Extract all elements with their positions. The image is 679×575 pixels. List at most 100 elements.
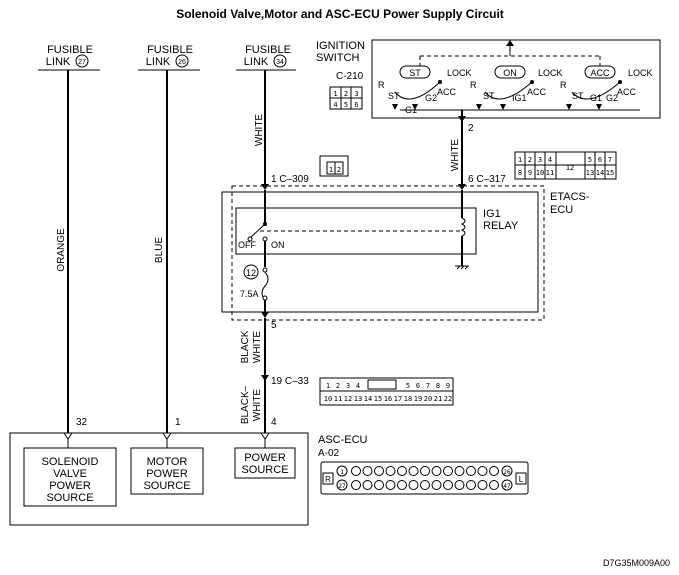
connector-pin: 3: [346, 382, 350, 390]
connector-cavity: [454, 480, 465, 490]
switch-terminal-r: R: [470, 80, 477, 90]
connector-cavity: [397, 480, 407, 490]
connector-pin: 26: [503, 469, 511, 476]
connector-pin: 4: [333, 101, 337, 109]
wire-color-label: BLACK–: [240, 385, 251, 424]
wire-color-label: BLACK: [240, 330, 251, 363]
fusible-link-number-circle: [75, 54, 89, 68]
fusible-link-26: FUSIBLE LINK 26: [138, 44, 200, 71]
connector-pin: 17: [394, 395, 402, 403]
connector-cavity: [385, 480, 396, 490]
switch-lock-label: LOCK: [447, 68, 472, 78]
connector-pin: 8: [518, 169, 522, 177]
connector-cavity: [420, 480, 430, 490]
connector-label: 1 C–309: [271, 174, 309, 185]
connector-cavity: [477, 480, 488, 490]
box-label: SOURCE: [143, 480, 190, 492]
connector-cavity: [466, 466, 476, 476]
switch-position-on: ON: [503, 68, 517, 78]
switch-position-acc: ACC: [590, 68, 610, 78]
etacs-label: ETACS-: [550, 191, 590, 203]
diagram-title: Solenoid Valve,Motor and ASC-ECU Power S…: [176, 7, 504, 21]
ignition-switch-label: SWITCH: [316, 52, 359, 64]
connector-pin: 8: [436, 382, 440, 390]
connector-cavity: [443, 466, 453, 476]
connector-pin: 1: [340, 469, 344, 476]
motor-power-source-box: [130, 447, 204, 495]
switch-terminal-st: ST: [388, 91, 400, 101]
asc-ecu-label: ASC-ECU: [318, 434, 368, 446]
ignition-switch-body: ST ON ACC LOCK LOCK LOCK ACC ACC ACC R S…: [371, 39, 661, 134]
fusible-link-label: LINK: [46, 56, 71, 68]
switch-terminal-g2: G2: [606, 93, 618, 103]
connector-pin: 3: [354, 90, 358, 98]
connector-cavity: [408, 466, 419, 476]
figure-code: D7G35M009A00: [603, 558, 670, 568]
connector-pin: 2: [344, 90, 348, 98]
connector-cavity: [489, 466, 499, 476]
asc-ecu-connector: A-02: [318, 448, 340, 459]
connector-cavity: [466, 480, 476, 490]
connector-label: 6 C–317: [468, 174, 506, 185]
wire-color-label: WHITE: [254, 114, 265, 147]
connector-pin: 11: [334, 395, 342, 403]
connector-cavity: [362, 480, 373, 490]
connector-pin: 12: [344, 395, 352, 403]
connector-side: R: [325, 475, 331, 484]
wire-color-label: ORANGE: [56, 228, 67, 272]
fusible-link-27: FUSIBLE LINK 27: [38, 44, 100, 71]
connector-pin: 4: [356, 382, 360, 390]
connector-pin: 13: [586, 169, 594, 177]
connector-pin: 1: [333, 90, 337, 98]
connector-c210-face: 1 2 3 4 5 6: [329, 86, 363, 110]
connector-cavity: [374, 480, 384, 490]
connector-cavity: [362, 466, 373, 476]
ig1-relay-box: [235, 207, 477, 255]
connector-pin: 3: [538, 156, 542, 164]
connector-pin: 9: [528, 169, 532, 177]
switch-acc-label: ACC: [617, 87, 637, 97]
connector-cavity: [374, 466, 384, 476]
connector-pin: 6: [354, 101, 358, 109]
connector-pin: 9: [446, 382, 450, 390]
fusible-link-label: LINK: [244, 56, 269, 68]
connector-pin: 14: [364, 395, 372, 403]
connector-cavity: [351, 466, 361, 476]
box-label: MOTOR: [147, 456, 188, 468]
switch-acc-label: ACC: [437, 87, 457, 97]
wire-color-label: WHITE: [252, 331, 263, 364]
connector-pin: 4: [548, 156, 552, 164]
switch-output-terminal: 2: [468, 123, 474, 134]
fusible-link-number: 27: [78, 59, 86, 66]
connector-cavity: [420, 466, 430, 476]
relay-off-label: OFF: [238, 240, 256, 250]
connector-pin: 6: [416, 382, 420, 390]
box-label: POWER: [146, 468, 188, 480]
ignition-switch-connector: C-210: [336, 71, 364, 82]
connector-cavity: [489, 480, 499, 490]
asc-pin-motor: 1: [175, 417, 181, 428]
asc-pin-power: 4: [271, 417, 277, 428]
etacs-label: ECU: [550, 204, 573, 216]
relay-label: IG1: [483, 208, 501, 220]
connector-pin: 7: [426, 382, 430, 390]
connector-pin: 10: [536, 169, 544, 177]
box-label: SOURCE: [241, 464, 288, 476]
switch-terminal-g2: G2: [425, 93, 437, 103]
connector-pin: 19: [414, 395, 422, 403]
connector-pin: 1: [326, 382, 330, 390]
connector-cavity: [454, 466, 465, 476]
connector-pin: 15: [606, 169, 614, 177]
connector-c309: 1 2 1 C–309: [261, 155, 349, 190]
connector-cavity: [385, 466, 396, 476]
switch-terminal-g1: G1: [590, 93, 602, 103]
fusible-link-number: 26: [178, 59, 186, 66]
connector-pin: 2: [336, 382, 340, 390]
power-source-box: [234, 447, 296, 479]
connector-pin: 12: [566, 164, 574, 172]
fusible-link-number-circle: [175, 54, 189, 68]
fusible-link-label: FUSIBLE: [47, 44, 93, 56]
fuse-number: 12: [246, 268, 256, 278]
